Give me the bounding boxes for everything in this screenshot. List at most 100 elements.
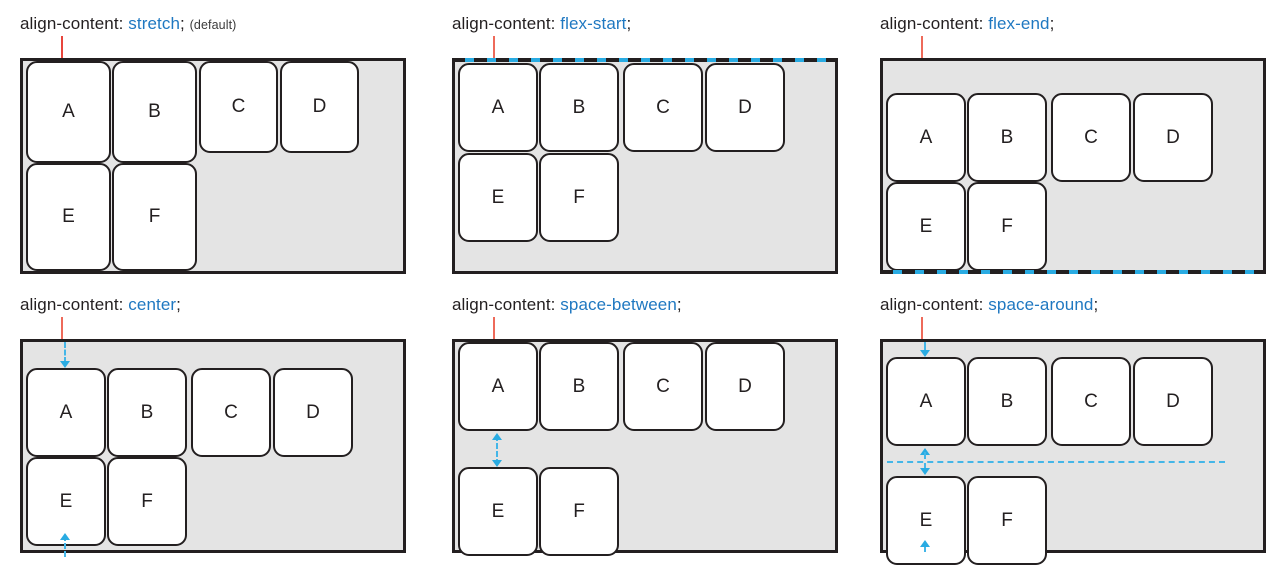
flex-item: A xyxy=(886,93,966,182)
flex-lines: A B C D E F xyxy=(883,61,1263,271)
property-name: align-content: xyxy=(452,295,556,314)
flex-item: E xyxy=(886,476,966,565)
flex-item: C xyxy=(191,368,271,457)
flex-item: B xyxy=(107,368,187,457)
diagram-center-title: align-content: center; xyxy=(20,295,181,315)
guide-arrow-down-middle xyxy=(920,468,930,475)
flex-lines: A B C D E F xyxy=(23,61,403,271)
guide-gap-bottom-line xyxy=(64,535,66,557)
flex-item: E xyxy=(26,457,106,546)
guide-gap-middle-line xyxy=(496,435,498,465)
diagram-space-around-title: align-content: space-around; xyxy=(880,295,1098,315)
flex-item: C xyxy=(1051,93,1131,182)
property-value: center xyxy=(128,295,177,314)
flex-item: D xyxy=(280,61,359,153)
guide-gap-middle-upper xyxy=(924,452,926,459)
property-value: stretch xyxy=(128,14,181,33)
pointer-tick xyxy=(61,317,63,339)
flex-item: C xyxy=(623,63,703,152)
pointer-tick xyxy=(61,36,63,58)
flex-item: E xyxy=(458,153,538,242)
guide-gap-top-line xyxy=(64,342,66,363)
flex-lines: A B C D E F xyxy=(455,61,835,271)
flex-item: C xyxy=(1051,357,1131,446)
guide-arrow-up-bottom xyxy=(920,540,930,547)
property-name: align-content: xyxy=(20,295,124,314)
flex-lines: A B C D E F xyxy=(23,342,403,557)
default-note: (default) xyxy=(189,18,237,32)
flex-item: A xyxy=(26,368,106,457)
guide-dash-top xyxy=(452,58,838,62)
flex-item: D xyxy=(705,63,785,152)
semicolon: ; xyxy=(676,295,682,314)
pointer-tick xyxy=(921,317,923,339)
diagram-stretch-title: align-content: stretch; (default) xyxy=(20,14,236,34)
guide-dash-bottom xyxy=(880,270,1266,274)
flex-item: F xyxy=(539,467,619,556)
diagram-flex-end: align-content: flex-end; A B C D E F xyxy=(880,14,1266,274)
diagram-flex-start: align-content: flex-start; A B C D E F xyxy=(452,14,838,274)
diagram-space-between: align-content: space-between; A B C D E … xyxy=(452,295,838,556)
diagram-stretch: align-content: stretch; (default) A B C … xyxy=(20,14,406,274)
guide-arrow-up-middle xyxy=(492,433,502,440)
property-name: align-content: xyxy=(880,14,984,33)
flex-lines: A B C D E F xyxy=(455,342,835,556)
guide-arrow-down-top xyxy=(920,350,930,357)
flex-container-center: A B C D E F xyxy=(20,339,406,557)
flex-item: B xyxy=(539,342,619,431)
flex-item: A xyxy=(458,63,538,152)
guide-arrow-up-middle xyxy=(920,448,930,455)
pointer-tick xyxy=(921,36,923,58)
semicolon: ; xyxy=(180,14,185,33)
semicolon: ; xyxy=(626,14,632,33)
flex-item: B xyxy=(112,61,197,163)
flex-item: D xyxy=(705,342,785,431)
flex-item: D xyxy=(1133,93,1213,182)
semicolon: ; xyxy=(176,295,181,314)
guide-arrow-down-top xyxy=(60,361,70,368)
flex-item: A xyxy=(886,357,966,446)
flex-item: D xyxy=(273,368,353,457)
diagram-space-around: align-content: space-around; A B C D E F xyxy=(880,295,1266,565)
flex-item: E xyxy=(886,182,966,271)
pointer-tick xyxy=(493,317,495,339)
flex-item: F xyxy=(539,153,619,242)
flex-item: B xyxy=(539,63,619,152)
flex-container-stretch: A B C D E F xyxy=(20,58,406,274)
semicolon: ; xyxy=(1049,14,1055,33)
flex-lines: A B C D E F xyxy=(883,342,1263,565)
guide-arrow-down-middle xyxy=(492,460,502,467)
property-name: align-content: xyxy=(452,14,556,33)
flex-container-space-between: A B C D E F xyxy=(452,339,838,556)
flex-item: B xyxy=(967,93,1047,182)
flex-item: C xyxy=(623,342,703,431)
flex-item: D xyxy=(1133,357,1213,446)
flex-container-space-around: A B C D E F xyxy=(880,339,1266,565)
flex-item: F xyxy=(967,182,1047,271)
flex-item: B xyxy=(967,357,1047,446)
flex-container-flex-start: A B C D E F xyxy=(452,58,838,274)
flex-item: F xyxy=(967,476,1047,565)
diagram-space-between-title: align-content: space-between; xyxy=(452,295,682,315)
flex-item: A xyxy=(458,342,538,431)
property-value: flex-end xyxy=(988,14,1050,33)
flex-item: A xyxy=(26,61,111,163)
flex-item: C xyxy=(199,61,278,153)
property-value: space-between xyxy=(560,295,677,314)
property-name: align-content: xyxy=(20,14,124,33)
guide-arrow-up-bottom xyxy=(60,533,70,540)
guide-gap-middle-lower xyxy=(924,463,926,470)
flex-item: E xyxy=(458,467,538,556)
guide-gap-bottom-line xyxy=(924,542,926,552)
flex-item: F xyxy=(107,457,187,546)
guide-gap-top-line xyxy=(924,342,926,353)
pointer-tick xyxy=(493,36,495,58)
property-value: space-around xyxy=(988,295,1094,314)
flex-item: F xyxy=(112,163,197,271)
property-value: flex-start xyxy=(560,14,627,33)
diagram-flex-end-title: align-content: flex-end; xyxy=(880,14,1054,34)
flex-item: E xyxy=(26,163,111,271)
diagram-center: align-content: center; A B C D E F xyxy=(20,295,406,557)
semicolon: ; xyxy=(1093,295,1099,314)
